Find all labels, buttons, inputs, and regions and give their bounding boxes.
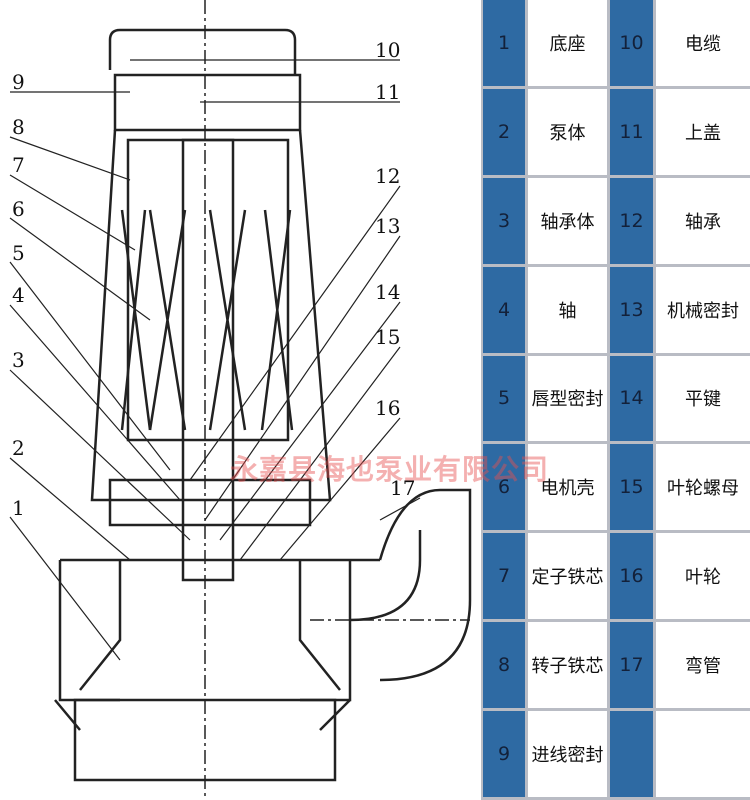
- part-number-cell: 16: [610, 533, 653, 620]
- elbow: [349, 488, 472, 682]
- part-number-cell: 1: [483, 0, 525, 86]
- pump-cross-section-drawing: 1 2 3 4 5 6 7 8 9 10 11 12 13 14 15 16 1…: [9, 0, 472, 800]
- part-name-cell: 电缆: [656, 0, 750, 86]
- part-name-cell: 叶轮螺母: [656, 444, 750, 531]
- part-number-cell: [610, 711, 653, 797]
- part-number-cell: 9: [483, 711, 525, 797]
- callout-1: 1: [12, 496, 25, 520]
- handle: [108, 28, 297, 75]
- stator-left: [120, 209, 152, 431]
- callout-13: 13: [375, 214, 400, 238]
- callout-8: 8: [12, 115, 25, 139]
- part-number-cell: 4: [483, 266, 525, 353]
- part-number-cell: 10: [610, 0, 653, 86]
- watermark: 永嘉县海也泵业有限公司: [230, 453, 550, 486]
- part-name-cell: [656, 711, 750, 797]
- part-name-cell: 唇型密封: [528, 355, 607, 442]
- part-number-cell: 14: [610, 355, 653, 442]
- callout-5: 5: [12, 241, 25, 265]
- shaft: [181, 138, 235, 582]
- callout-9: 9: [12, 70, 25, 94]
- part-name-cell: 轴承: [656, 177, 750, 264]
- callout-15: 15: [375, 325, 400, 349]
- part-name-cell: 平键: [656, 355, 750, 442]
- leader-lines: [9, 59, 421, 661]
- part-name-cell: 弯管: [656, 622, 750, 709]
- part-name-cell: 泵体: [528, 88, 607, 175]
- part-number-cell: 11: [610, 88, 653, 175]
- part-name-cell: 轴: [528, 266, 607, 353]
- part-name-cell: 叶轮: [656, 533, 750, 620]
- callout-16: 16: [375, 396, 400, 420]
- part-name-cell: 底座: [528, 0, 607, 86]
- part-number-cell: 5: [483, 355, 525, 442]
- part-number-cell: 15: [610, 444, 653, 531]
- motor-housing: [90, 129, 332, 502]
- callout-17: 17: [390, 476, 415, 500]
- callout-14: 14: [375, 280, 400, 304]
- part-number-cell: 17: [610, 622, 653, 709]
- part-name-cell: 转子铁芯: [528, 622, 607, 709]
- pump-body: [54, 558, 380, 731]
- part-number-cell: 3: [483, 177, 525, 264]
- callout-3: 3: [12, 348, 25, 372]
- part-number-cell: 2: [483, 88, 525, 175]
- part-number-cell: 6: [483, 444, 525, 531]
- part-name-cell: 进线密封: [528, 711, 607, 797]
- callout-10: 10: [375, 38, 400, 62]
- callout-11: 11: [375, 80, 400, 104]
- part-number-cell: 8: [483, 622, 525, 709]
- part-number-cell: 12: [610, 177, 653, 264]
- part-number-cell: 13: [610, 266, 653, 353]
- callout-7: 7: [12, 153, 25, 177]
- part-name-cell: 定子铁芯: [528, 533, 607, 620]
- callout-6: 6: [12, 197, 25, 221]
- part-number-cell: 7: [483, 533, 525, 620]
- part-name-cell: 电机壳: [528, 444, 607, 531]
- part-name-cell: 上盖: [656, 88, 750, 175]
- callout-4: 4: [12, 283, 25, 307]
- part-name-cell: 机械密封: [656, 266, 750, 353]
- stator-right: [260, 209, 294, 431]
- callout-2: 2: [12, 436, 25, 460]
- part-name-cell: 轴承体: [528, 177, 607, 264]
- callout-12: 12: [375, 164, 400, 188]
